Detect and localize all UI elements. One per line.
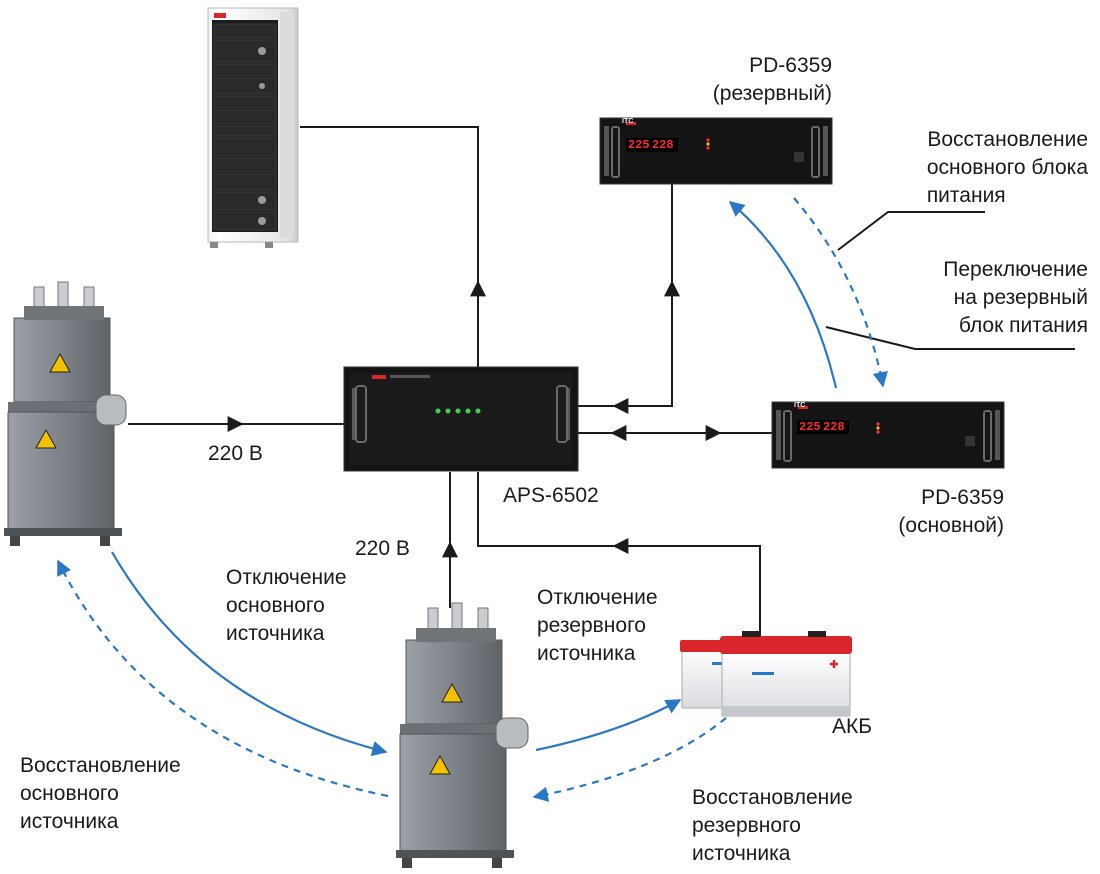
disconnect-backup-src-arrow — [535, 699, 682, 752]
pd-backup-label: PD-6359 (резервный) — [713, 52, 832, 108]
pd-backup-model: PD-6359 — [749, 54, 832, 77]
pd-main-model: PD-6359 — [921, 486, 1004, 509]
connection-lines — [128, 126, 1075, 636]
disconnect-main-src-label: Отключение основного источника — [226, 564, 347, 648]
restore-backup-src-arrow — [532, 717, 727, 802]
restore-main-src-line-1: Восстановление — [20, 754, 181, 777]
battery-pack — [680, 631, 852, 717]
pd-main-label: PD-6359 (основной) — [898, 484, 1004, 540]
disconnect-backup-src-line-1: Отключение — [537, 586, 658, 609]
pd-6359-main-device — [771, 401, 1005, 469]
disconnect-main-src-arrow — [111, 551, 388, 757]
disconnect-main-src-line-3: источника — [226, 622, 325, 645]
pd-6359-backup-device — [599, 117, 833, 185]
restore-main-psu-line-2: основного блока — [926, 156, 1088, 179]
switch-backup-psu-line-3: блок питания — [958, 314, 1088, 337]
switch-backup-psu-line-1: Переключение — [943, 258, 1088, 281]
pd-backup-role: (резервный) — [712, 82, 832, 105]
server-rack — [207, 7, 299, 248]
restore-main-psu-line-3: питания — [926, 184, 1006, 207]
restore-backup-src-line-3: источника — [692, 842, 791, 865]
disconnect-backup-src-line-2: резервного — [537, 614, 646, 637]
voltage-bottom-label: 220 В — [355, 537, 410, 560]
pd-main-brand: ITC — [794, 402, 806, 409]
switch-backup-psu-line-2: на резервный — [953, 286, 1088, 309]
switch-to-backup-arrow — [728, 201, 838, 389]
switch-backup-psu-label: Переключение на резервный блок питания — [943, 256, 1088, 340]
restore-main-src-line-2: основного — [20, 782, 119, 805]
pd-backup-readout-1: 225 — [628, 138, 650, 152]
pd-backup-brand: ITC — [622, 118, 634, 125]
aps-6502-device — [343, 366, 579, 472]
pd-main-role: (основной) — [898, 514, 1004, 537]
restore-psu-leader-line — [837, 211, 985, 251]
pd-backup-readout-2: 228 — [652, 138, 674, 152]
aps-to-pd-backup-line — [578, 184, 673, 407]
restore-main-psu-line-1: Восстановление — [927, 128, 1088, 151]
restore-main-src-line-3: источника — [20, 810, 119, 833]
pd-main-readout-1: 225 — [799, 420, 821, 434]
disconnect-backup-src-line-3: источника — [537, 642, 636, 665]
restore-backup-src-line-2: резервного — [692, 814, 801, 837]
rack-to-aps-line — [300, 126, 479, 367]
disconnect-main-src-line-2: основного — [226, 594, 325, 617]
switch-psu-leader-line — [825, 326, 1075, 350]
bottom-transformer — [396, 602, 529, 868]
disconnect-main-src-line-1: Отключение — [226, 566, 347, 589]
transition-arrows — [57, 197, 888, 802]
restore-main-psu-label: Восстановление основного блока питания — [927, 126, 1088, 210]
restore-backup-src-line-1: Восстановление — [692, 786, 853, 809]
voltage-left-label: 220 В — [208, 442, 263, 465]
left-transformer — [4, 281, 127, 546]
pd-main-readout-2: 228 — [823, 420, 845, 434]
battery-label: АКБ — [832, 715, 873, 738]
disconnect-backup-src-label: Отключение резервного источника — [537, 584, 658, 668]
restore-backup-src-label: Восстановление резервного источника — [692, 784, 853, 868]
restore-main-src-arrow — [57, 559, 389, 798]
aps-label: APS-6502 — [503, 484, 599, 507]
restore-main-psu-arrow — [793, 197, 888, 388]
restore-main-src-label: Восстановление основного источника — [20, 752, 181, 836]
